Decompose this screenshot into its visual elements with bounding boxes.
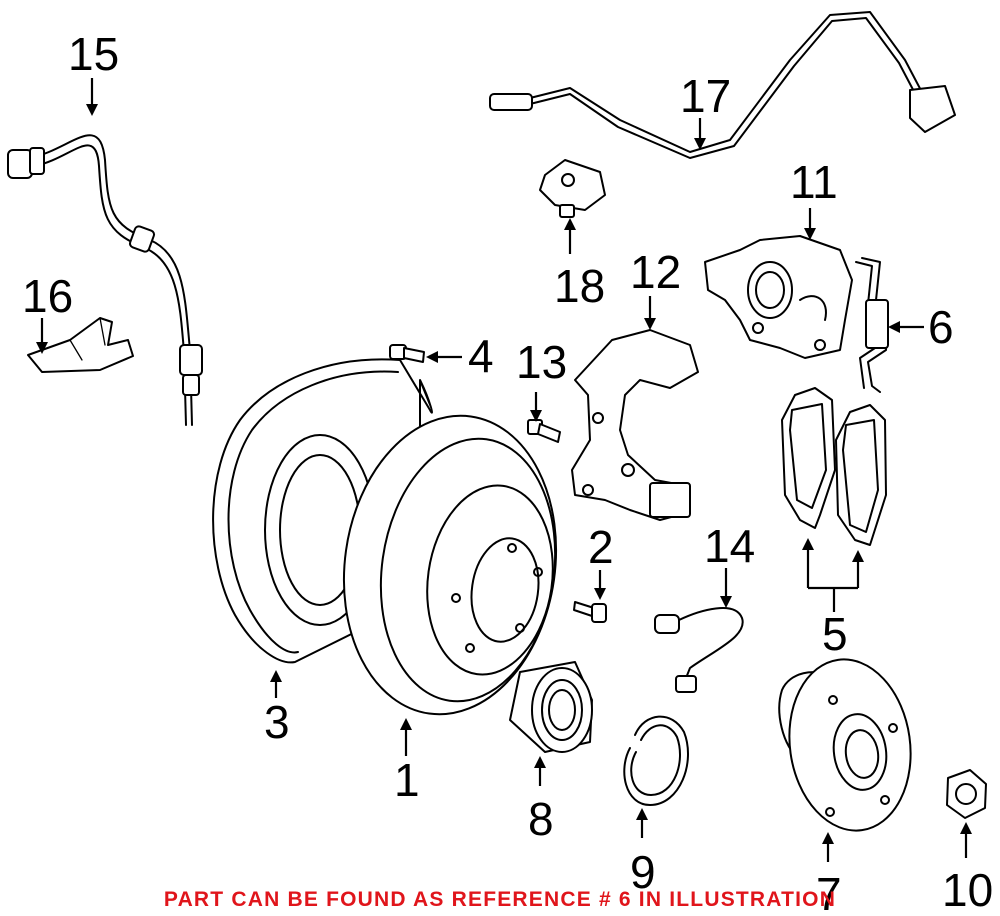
callout-3: 3: [264, 696, 290, 748]
part-6-spring-clip: [855, 257, 889, 393]
callout-8: 8: [528, 793, 554, 845]
part-8-bearing: [509, 661, 593, 753]
part-7-wheel-hub: [778, 658, 912, 832]
callout-11: 11: [790, 156, 838, 208]
callout-1: 1: [394, 754, 420, 806]
part-16-bracket: [27, 317, 134, 373]
callout-9: 9: [630, 846, 656, 898]
part-11-caliper: [704, 235, 853, 359]
part-14-wear-sensor: [654, 607, 744, 693]
part-12-caliper-carrier: [571, 329, 699, 521]
part-9-circlip: [623, 715, 689, 806]
part-10-nut: [946, 769, 987, 819]
part-2-bolt: [573, 601, 607, 623]
part-17-sensor-wire: [489, 11, 956, 159]
callout-17: 17: [680, 70, 731, 122]
callout-14: 14: [704, 520, 755, 572]
part-1-brake-disc: [342, 414, 558, 716]
callout-leaders: [36, 78, 972, 862]
callout-12: 12: [630, 246, 681, 298]
callout-10: 10: [942, 864, 993, 916]
callout-16: 16: [22, 270, 73, 322]
callout-5: 5: [822, 608, 848, 660]
callout-7: 7: [816, 868, 842, 916]
callout-6: 6: [928, 301, 954, 353]
footnote-text: PART CAN BE FOUND AS REFERENCE # 6 IN IL…: [164, 888, 836, 911]
callout-2: 2: [588, 521, 614, 573]
callout-18: 18: [554, 260, 605, 312]
part-18-clip: [539, 159, 606, 218]
part-5-brake-pads: [781, 387, 887, 546]
part-4-bolt: [389, 344, 425, 363]
callout-15: 15: [68, 28, 119, 80]
part-15-brake-hose: [7, 134, 203, 426]
callout-13: 13: [516, 336, 567, 388]
part-13-bolt: [527, 419, 561, 443]
callout-4: 4: [468, 330, 494, 382]
callout-labels: 15 16 17 18 11 12 4 13 6 2 14 5 3 1 8 9 …: [22, 28, 993, 916]
